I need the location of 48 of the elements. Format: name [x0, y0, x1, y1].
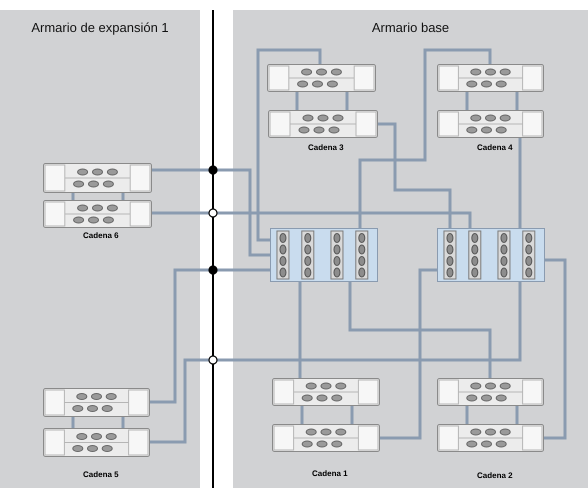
cable — [348, 282, 492, 378]
cabinet-panel — [0, 10, 200, 488]
disk-shelf — [43, 388, 150, 417]
disk-shelf — [272, 378, 380, 406]
cable — [300, 406, 304, 424]
disk-shelf — [43, 428, 150, 457]
disk-shelf — [268, 110, 378, 138]
cable — [72, 193, 74, 200]
cable — [516, 92, 518, 110]
chain-caption: Cadena 1 — [312, 470, 348, 478]
disk-shelf — [437, 110, 544, 138]
cable — [466, 92, 468, 110]
cabinet-panel — [233, 10, 588, 488]
cable — [346, 92, 348, 110]
cable — [122, 417, 124, 428]
cable — [152, 212, 472, 228]
disk-shelf — [267, 64, 376, 92]
cable — [350, 406, 354, 424]
disk-shelf — [437, 424, 544, 452]
chain-caption: Cadena 6 — [83, 232, 119, 240]
cable — [466, 406, 468, 424]
chain-caption: Cadena 5 — [83, 471, 119, 479]
chain-caption: Cadena 4 — [477, 144, 513, 152]
cable — [298, 282, 302, 378]
cable — [152, 168, 270, 256]
cable — [150, 268, 270, 404]
cable — [518, 138, 522, 228]
controller — [270, 228, 378, 282]
cable — [516, 406, 518, 424]
controller — [437, 228, 545, 282]
cable — [296, 92, 298, 110]
chain-caption: Cadena 2 — [477, 472, 513, 480]
cable — [358, 48, 492, 228]
cable — [380, 268, 437, 440]
disk-shelf — [437, 64, 544, 92]
cabinet-title: Armario de expansión 1 — [30, 19, 170, 37]
cabinet-title: Armario base — [370, 19, 450, 37]
cable — [72, 417, 74, 428]
disk-shelf — [43, 163, 152, 193]
disk-shelf — [272, 424, 380, 452]
disk-shelf — [43, 200, 152, 228]
cable — [122, 193, 124, 200]
disk-shelf — [437, 378, 544, 406]
chain-caption: Cadena 3 — [308, 144, 344, 152]
cable — [544, 258, 566, 440]
cable — [150, 282, 522, 444]
cable — [256, 48, 322, 242]
cable — [378, 122, 452, 228]
